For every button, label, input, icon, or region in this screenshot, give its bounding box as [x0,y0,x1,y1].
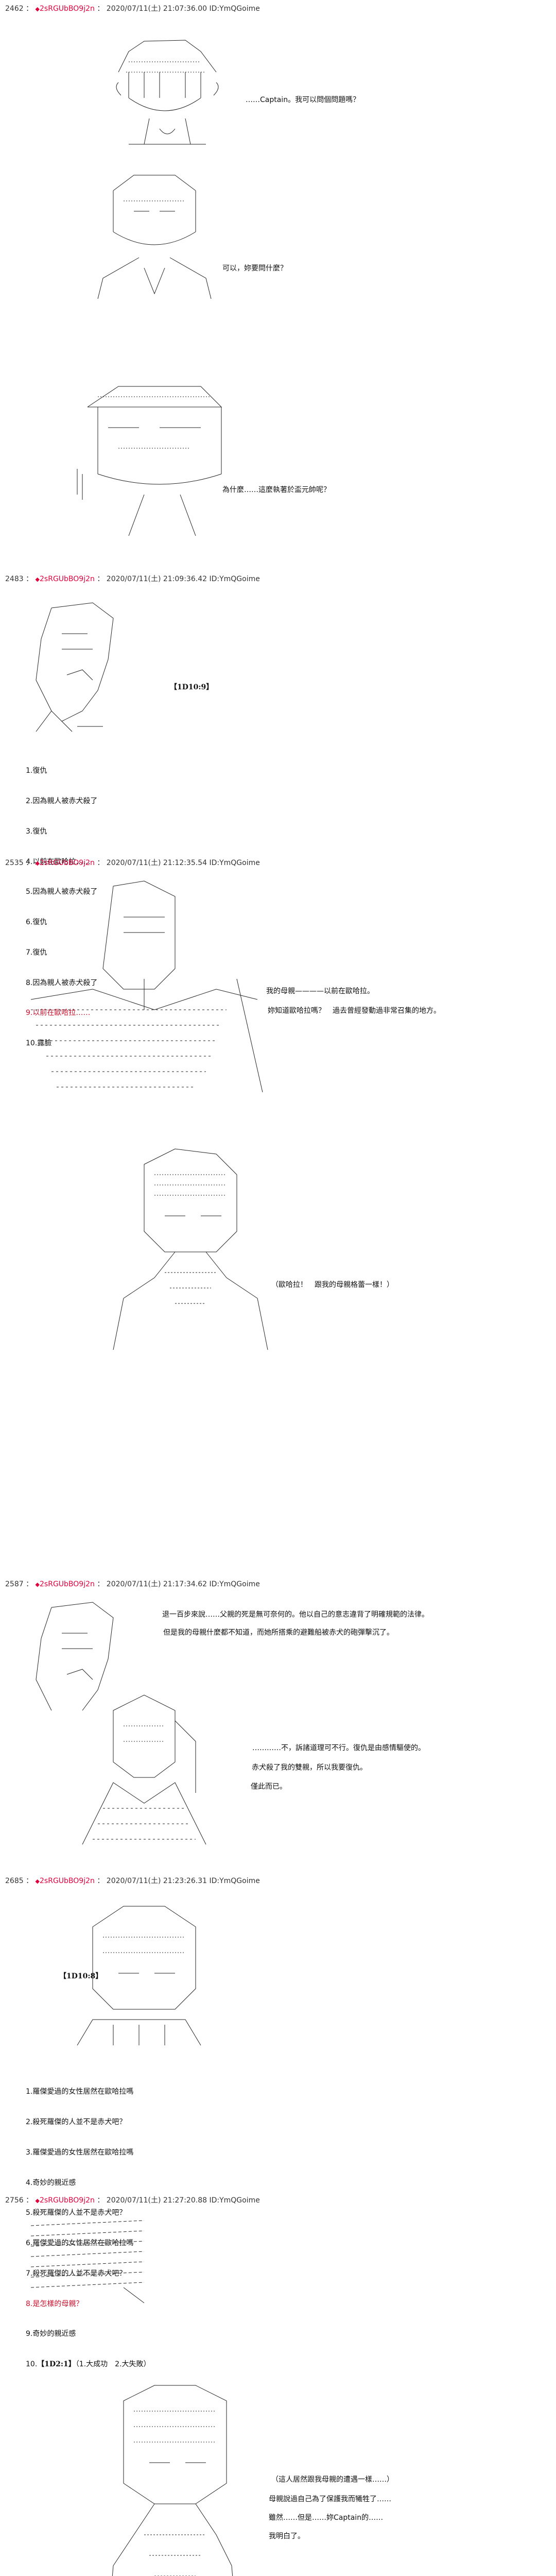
choice-option: 7.殺死羅傑的人並不是赤犬吧？ [26,2269,127,2278]
post-2756: 2756 ： ◆2sRGUbBO9j2n ： 2020/07/11(土) 21:… [0,2184,556,2576]
dialogue-line: 母親說過自己為了保護我而犧牲了…… [269,2495,391,2503]
dialogue-line: 我明白了。 [269,2532,305,2540]
trip-code[interactable]: 2sRGUbBO9j2n [40,5,95,13]
trip-code[interactable]: 2sRGUbBO9j2n [40,859,95,867]
post-id[interactable]: ID:YmQGoime [209,5,260,13]
choice-option: 9.奇妙的親近感 [26,2330,76,2338]
dice-result: 【1D10:9】 [170,683,214,691]
post-id[interactable]: ID:YmQGoime [209,2196,260,2205]
post-header: 2756 ： ◆2sRGUbBO9j2n ： 2020/07/11(土) 21:… [5,2196,260,2205]
choice-option: 4.以前在歐哈拉…… [26,857,91,866]
diamond-icon: ◆ [35,1878,40,1885]
diamond-icon: ◆ [35,6,40,12]
choice-option: 7.復仇 [26,948,47,957]
ascii-art-character [93,2380,247,2576]
post-2685: 2685 ： ◆2sRGUbBO9j2n ： 2020/07/11(土) 21:… [0,1875,556,2368]
dialogue-line: 我的母親————以前在歐哈拉。 [266,987,374,995]
ascii-art-character [21,598,144,742]
dialogue-line: 雖然……但是……妳Captain的…… [269,2514,384,2522]
choice-option: 6.復仇 [26,918,47,927]
post-id[interactable]: ID:YmQGoime [209,1877,260,1885]
diamond-icon: ◆ [35,576,40,583]
ascii-art-character [67,371,232,536]
post-number: 2756 [5,2196,24,2205]
post-id[interactable]: ID:YmQGoime [209,1580,260,1588]
dialogue-line: 可以，妳要問什麼？ [222,264,287,273]
post-number: 2483 [5,575,24,583]
dialogue-line: 退一百步來說……父親的死是無可奈何的。他以自己的意志違背了明確規範的法律。 [162,1611,429,1619]
post-number: 2462 [5,5,24,13]
post-2483: 2483 ： ◆2sRGUbBO9j2n ： 2020/07/11(土) 21:… [0,556,556,1047]
trip-code[interactable]: 2sRGUbBO9j2n [40,2196,95,2205]
choice-option: 3.羅傑愛過的女性居然在歐哈拉嗎 [26,2148,134,2157]
post-number: 2535 [5,859,24,867]
choice-list: 1.羅傑愛過的女性居然在歐哈拉嗎 2.殺死羅傑的人並不是赤犬吧？ 3.羅傑愛過的… [26,2067,151,2390]
post-id[interactable]: ID:YmQGoime [209,859,260,867]
dialogue-line: ……Captain。我可以問個問題嗎？ [246,96,360,104]
ascii-art-character [21,2215,154,2308]
dialogue-line: 但是我的母親什麼都不知道，而她所搭乘的避難船被赤犬的砲彈擊沉了。 [163,1629,394,1637]
post-header: 2685 ： ◆2sRGUbBO9j2n ： 2020/07/11(土) 21:… [5,1877,260,1885]
dialogue-line: …………不，訴諸道理可不行。復仇是由感情驅使的。 [252,1744,425,1752]
post-date: 2020/07/11(土) 21:17:34.62 [106,1580,207,1588]
choice-option: 10.露臉 [26,1039,52,1048]
choice-option-10: 10.【1D2:1】（1.大成功 2.大失敗） [26,2360,151,2369]
post-2587: 2587 ： ◆2sRGUbBO9j2n ： 2020/07/11(土) 21:… [0,1577,556,1875]
ascii-art-character [98,21,232,170]
choice-list: 1.復仇 2.因為親人被赤犬殺了 3.復仇 4.以前在歐哈拉…… 5.因為親人被… [26,746,97,1069]
post-header: 2535 ： ◆2sRGUbBO9j2n ： 2020/07/11(土) 21:… [5,859,260,867]
post-number: 2587 [5,1580,24,1588]
choice-option-selected: 8.是怎樣的母親？ [26,2299,83,2308]
post-date: 2020/07/11(土) 21:27:20.88 [106,2196,207,2205]
trip-code[interactable]: 2sRGUbBO9j2n [40,1580,95,1588]
dialogue-line: 為什麼……這麼執著於盃元帥呢？ [222,486,331,494]
post-number: 2685 [5,1877,24,1885]
choice-option: 2.殺死羅傑的人並不是赤犬吧？ [26,2117,127,2126]
diamond-icon: ◆ [35,2197,40,2204]
choice-option-selected: 9.以前在歐哈拉…… [26,1009,91,1018]
choice-option: 1.羅傑愛過的女性居然在歐哈拉嗎 [26,2088,134,2096]
dialogue-line: 僅此而已。 [251,1783,287,1791]
post-2535: 2535 ： ◆2sRGUbBO9j2n ： 2020/07/11(土) 21:… [0,855,556,1577]
ascii-art-character [103,1144,273,1350]
ascii-art-character [62,1896,216,2050]
ascii-art-character [93,170,216,299]
trip-code[interactable]: 2sRGUbBO9j2n [40,1877,95,1885]
choice-option: 3.復仇 [26,827,47,836]
dialogue-line: （這人居然跟我母親的遭遇一樣……） [271,2476,394,2484]
choice-option: 5.因為親人被赤犬殺了 [26,888,98,896]
post-date: 2020/07/11(土) 21:07:36.00 [106,5,207,13]
post-date: 2020/07/11(土) 21:23:26.31 [106,1877,207,1885]
dice-result: 【1D2:1】 [37,2360,76,2369]
post-id[interactable]: ID:YmQGoime [209,575,260,583]
dialogue-line: （歐哈拉！ 跟我的母親格蕾一樣！） [271,1281,394,1289]
diamond-icon: ◆ [35,860,40,867]
ascii-art-character [72,1690,216,1865]
diamond-icon: ◆ [35,1581,40,1588]
post-2462: 2462 ： ◆2sRGUbBO9j2n ： 2020/07/11(土) 21:… [0,0,556,556]
choice-option: 8.因為親人被赤犬殺了 [26,978,98,987]
ascii-art-character [21,876,268,1113]
choice-option: 1.復仇 [26,767,47,775]
choice-option: 4.奇妙的親近感 [26,2178,76,2187]
post-date: 2020/07/11(土) 21:12:35.54 [106,859,207,867]
post-date: 2020/07/11(土) 21:09:36.42 [106,575,207,583]
ascii-art-character [21,1597,144,1721]
post-header: 2587 ： ◆2sRGUbBO9j2n ： 2020/07/11(土) 21:… [5,1580,260,1588]
choice-option: 2.因為親人被赤犬殺了 [26,796,98,805]
dialogue-line: 妳知道歐哈拉嗎？ 過去曾經發動過非常召集的地方。 [268,1007,441,1015]
trip-code[interactable]: 2sRGUbBO9j2n [40,575,95,583]
dice-result: 【1D10:8】 [59,1972,103,1980]
choice-option: 5.殺死羅傑的人並不是赤犬吧？ [26,2209,127,2217]
post-header: 2483 ： ◆2sRGUbBO9j2n ： 2020/07/11(土) 21:… [5,575,260,583]
dialogue-line: 赤犬殺了我的雙親，所以我要復仇。 [252,1764,367,1772]
post-header: 2462 ： ◆2sRGUbBO9j2n ： 2020/07/11(土) 21:… [5,5,260,13]
